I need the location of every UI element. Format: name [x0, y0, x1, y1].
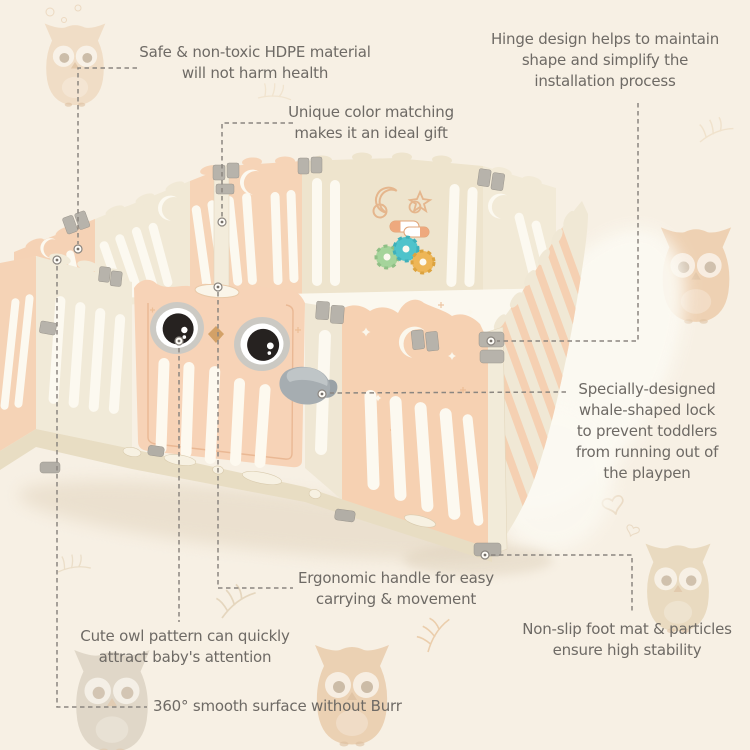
annotation-line: makes it an ideal gift — [294, 124, 448, 142]
leader-markers — [52, 217, 496, 560]
annotation-line: 360° smooth surface without Burr — [153, 697, 402, 715]
annotation-line: installation process — [534, 72, 676, 90]
leader-line — [497, 103, 639, 342]
annotation-owl-pattern: Cute owl pattern can quickly attract bab… — [80, 626, 290, 668]
annotation-hinge-design: Hinge design helps to maintain shape and… — [491, 29, 719, 92]
gear-toys — [374, 235, 436, 275]
hinge-connector — [297, 156, 323, 175]
scallop-edge — [25, 152, 542, 250]
annotation-line: Unique color matching — [288, 103, 454, 121]
ground-shadow — [18, 480, 553, 576]
leaf-doodle-icon — [411, 611, 459, 655]
watermark-owl-icon — [44, 23, 106, 107]
toy-circle-icon — [372, 203, 388, 219]
owl-nose — [208, 326, 224, 343]
annotation-ergonomic-handle: Ergonomic handle for easy carrying & mov… — [298, 568, 494, 610]
annotation-line: Specially-designed — [578, 380, 716, 398]
owl-eye — [150, 301, 204, 355]
annotation-smooth-surface: 360° smooth surface without Burr — [153, 696, 402, 717]
annotation-line: attract baby's attention — [98, 648, 272, 666]
dot-marker-icon — [52, 255, 62, 265]
annotation-line: Non-slip foot mat & particles — [522, 620, 732, 638]
background-watermarks — [30, 4, 736, 750]
embossed-stars — [150, 307, 301, 333]
annotation-line: carrying & movement — [315, 590, 477, 608]
hinge-connector — [477, 168, 505, 191]
foot-pads — [39, 445, 502, 557]
dot-marker-icon — [73, 244, 83, 254]
annotation-line: Safe & non-toxic HDPE material — [139, 43, 371, 61]
toy-circle-icon — [408, 200, 422, 214]
annotation-line: ensure high stability — [552, 641, 702, 659]
hinge-connector — [39, 320, 57, 336]
foot-mat-pad — [147, 445, 165, 457]
annotation-line: Cute owl pattern can quickly — [80, 627, 290, 645]
dot-marker-icon — [174, 336, 184, 346]
bubble-doodle-icon — [74, 4, 82, 12]
hinge-connector — [410, 329, 440, 352]
foot-mat-pad — [39, 461, 61, 474]
leader-line — [77, 67, 137, 244]
dot-marker-icon — [480, 550, 490, 560]
annotation-hdpe-material: Safe & non-toxic HDPE material will not … — [139, 42, 371, 84]
heart-doodle-icon — [623, 523, 641, 540]
annotation-color-matching: Unique color matching makes it an ideal … — [288, 102, 454, 144]
owl-eye — [234, 316, 290, 372]
annotation-foot-mat: Non-slip foot mat & particles ensure hig… — [522, 619, 732, 661]
dot-marker-icon — [213, 282, 223, 292]
door-stile — [305, 303, 342, 500]
playpen — [0, 152, 588, 562]
front-right-panel — [342, 299, 488, 552]
annotation-line: Ergonomic handle for easy — [298, 569, 494, 587]
door-slots — [155, 358, 271, 468]
annotation-line: shape and simplify the — [521, 51, 689, 69]
left-panel — [0, 256, 36, 470]
annotation-line: whale-shaped lock — [578, 401, 716, 419]
hinge-connector — [98, 266, 123, 287]
annotation-line: Hinge design helps to maintain — [490, 30, 720, 48]
annotation-line: to prevent toddlers — [576, 422, 718, 440]
dot-marker-icon — [486, 336, 496, 346]
leader-line — [56, 266, 147, 708]
annotation-whale-lock: Specially-designed whale-shaped lock to … — [575, 379, 719, 484]
scallop-edge — [493, 210, 575, 330]
door-inner-line — [147, 303, 294, 460]
leaf-doodle-icon — [53, 546, 95, 586]
bead-toy — [389, 220, 430, 238]
owl-door — [134, 279, 305, 468]
leader-line — [491, 554, 633, 612]
leader-line — [217, 292, 293, 589]
panel-slots — [364, 390, 484, 526]
base-rail — [36, 429, 492, 562]
leaf-doodle-icon — [694, 112, 736, 151]
hinge-connector — [62, 210, 91, 235]
annotation-line: the playpen — [603, 464, 691, 482]
foot-mat-pad — [334, 508, 356, 523]
dot-marker-icon — [217, 217, 227, 227]
hinge-connector — [315, 300, 345, 325]
annotation-line: will not harm health — [181, 64, 329, 82]
dot-marker-icon — [317, 389, 327, 399]
toy-panel — [370, 182, 436, 275]
leader-lines — [56, 67, 639, 708]
panel-slots — [48, 296, 126, 414]
leaf-doodle-icon — [215, 583, 257, 619]
annotation-line: from running out of — [575, 443, 719, 461]
bubble-doodle-icon — [61, 17, 67, 23]
bubble-doodle-icon — [45, 7, 55, 17]
